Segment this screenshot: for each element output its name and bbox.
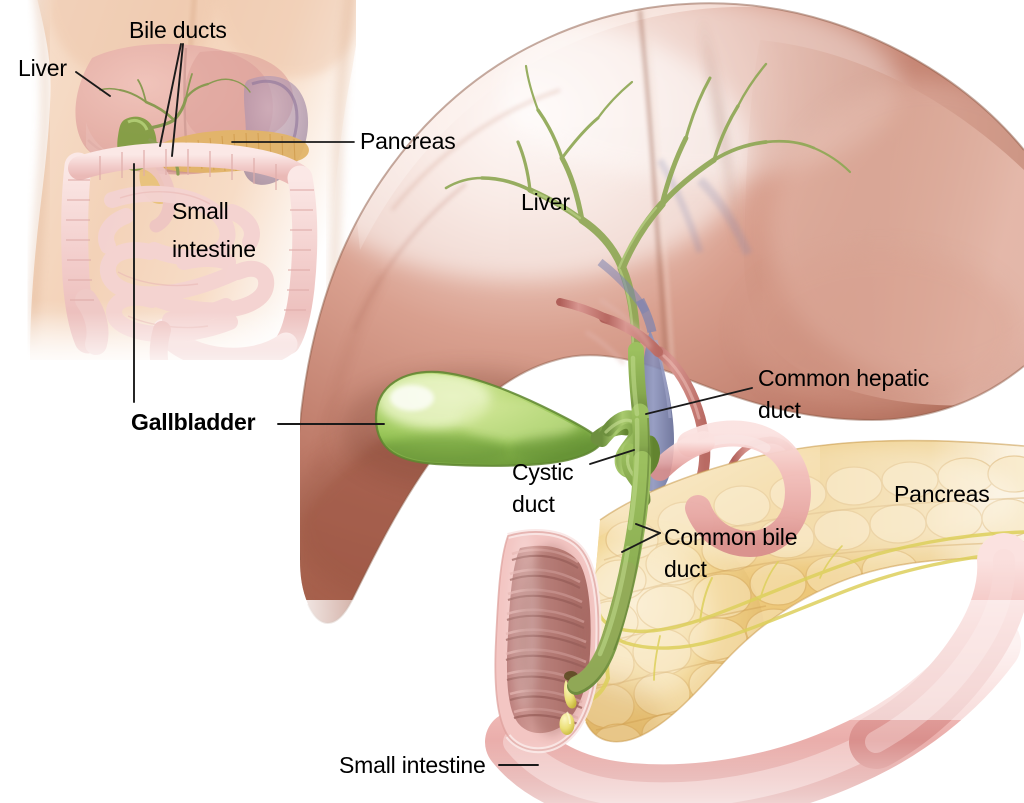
connective-tissue <box>585 298 652 366</box>
leader-inset-bile-ducts-1 <box>159 43 182 147</box>
label-liver: Liver <box>521 189 570 215</box>
leader-common-hepatic-duct <box>645 387 753 415</box>
label-common-bile-duct: Common bile duct <box>664 524 798 582</box>
gallbladder <box>374 370 634 467</box>
inset-label-liver: Liver <box>18 55 67 81</box>
inset-label-pancreas: Pancreas <box>360 128 456 154</box>
common-bile-duct <box>567 342 651 695</box>
leader-lines <box>75 43 753 766</box>
leader-common-bile-duct-1 <box>635 523 661 534</box>
leader-cystic-duct <box>589 449 635 465</box>
inset-label-small-intestine: Small intestine <box>172 198 256 262</box>
label-cystic-duct: Cystic duct <box>512 459 574 517</box>
label-small-intestine: Small intestine <box>339 752 486 778</box>
inset-abdominal-overview <box>0 0 356 360</box>
label-pancreas: Pancreas <box>894 481 990 507</box>
leader-common-bile-duct-2 <box>621 532 661 553</box>
intrahepatic-bile-ducts <box>444 62 852 357</box>
inset-intestines <box>0 142 356 360</box>
leader-inset-bile-ducts-2 <box>171 43 184 157</box>
inset-label-bile-ducts: Bile ducts <box>129 17 227 43</box>
label-common-hepatic-duct: Common hepatic duct <box>758 365 930 423</box>
leader-inset-liver <box>75 71 111 97</box>
label-gallbladder: Gallbladder <box>131 409 256 435</box>
